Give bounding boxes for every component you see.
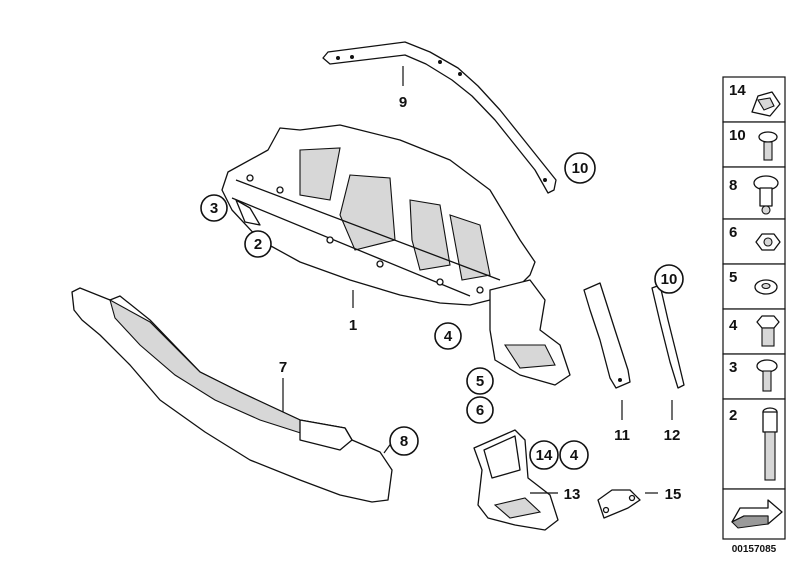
part-11-strut[interactable]	[583, 282, 631, 389]
svg-text:8: 8	[400, 433, 408, 450]
part-7-bumper-carrier[interactable]	[71, 287, 393, 503]
part-13-bracket[interactable]	[473, 429, 559, 531]
long-bolt-icon	[762, 407, 778, 481]
svg-text:3: 3	[210, 200, 218, 217]
callout-4-bottom[interactable]: 4	[559, 440, 589, 470]
screw-icon	[758, 131, 778, 161]
expanding-rivet-icon	[753, 175, 779, 215]
svg-text:14: 14	[536, 447, 553, 464]
callout-2[interactable]: 2	[244, 230, 272, 258]
legend-label-14: 14	[729, 82, 746, 99]
legend-label-3: 3	[729, 359, 737, 376]
callout-10-top[interactable]: 10	[564, 152, 596, 184]
legend-label-6: 6	[729, 224, 737, 241]
legend-label-5: 5	[729, 269, 737, 286]
hex-nut-icon	[755, 233, 781, 251]
legend-label-4: 4	[729, 317, 738, 334]
document-number: 00157085	[732, 544, 777, 555]
label-15: 15	[665, 486, 682, 503]
label-11: 11	[614, 427, 630, 444]
label-9: 9	[399, 94, 407, 111]
part-15-plate[interactable]	[597, 489, 641, 519]
legend-label-2: 2	[729, 407, 737, 424]
callout-8[interactable]: 8	[389, 426, 419, 456]
clip-nut-icon	[751, 91, 781, 117]
part-12-thin-strut[interactable]	[651, 284, 685, 389]
legend-label-8: 8	[729, 177, 737, 194]
svg-text:4: 4	[444, 328, 453, 345]
part-1-front-frame[interactable]	[221, 124, 571, 386]
callout-4-mid[interactable]: 4	[434, 322, 462, 350]
callout-6[interactable]: 6	[466, 396, 494, 424]
callout-5[interactable]: 5	[466, 367, 494, 395]
washer-icon	[754, 279, 778, 295]
svg-text:10: 10	[572, 160, 589, 177]
callout-3[interactable]: 3	[200, 194, 228, 222]
legend-label-10: 10	[729, 127, 746, 144]
part-9-bracket-rod[interactable]	[322, 41, 557, 194]
collar-screw-icon	[756, 359, 778, 392]
hex-bolt-icon	[756, 315, 780, 347]
svg-text:2: 2	[254, 236, 262, 253]
label-12: 12	[664, 427, 681, 444]
callout-14-bottom[interactable]: 14	[529, 440, 559, 470]
label-7: 7	[279, 359, 287, 376]
label-13: 13	[564, 486, 581, 503]
view-arrow-icon	[731, 499, 783, 529]
callout-10-right[interactable]: 10	[654, 264, 684, 294]
svg-text:6: 6	[476, 402, 484, 419]
parts-legend: 14 10 8 6 5 4 3 2	[722, 76, 786, 555]
svg-text:10: 10	[661, 271, 678, 288]
label-1: 1	[349, 317, 357, 334]
svg-text:5: 5	[476, 373, 484, 390]
svg-text:4: 4	[570, 447, 579, 464]
